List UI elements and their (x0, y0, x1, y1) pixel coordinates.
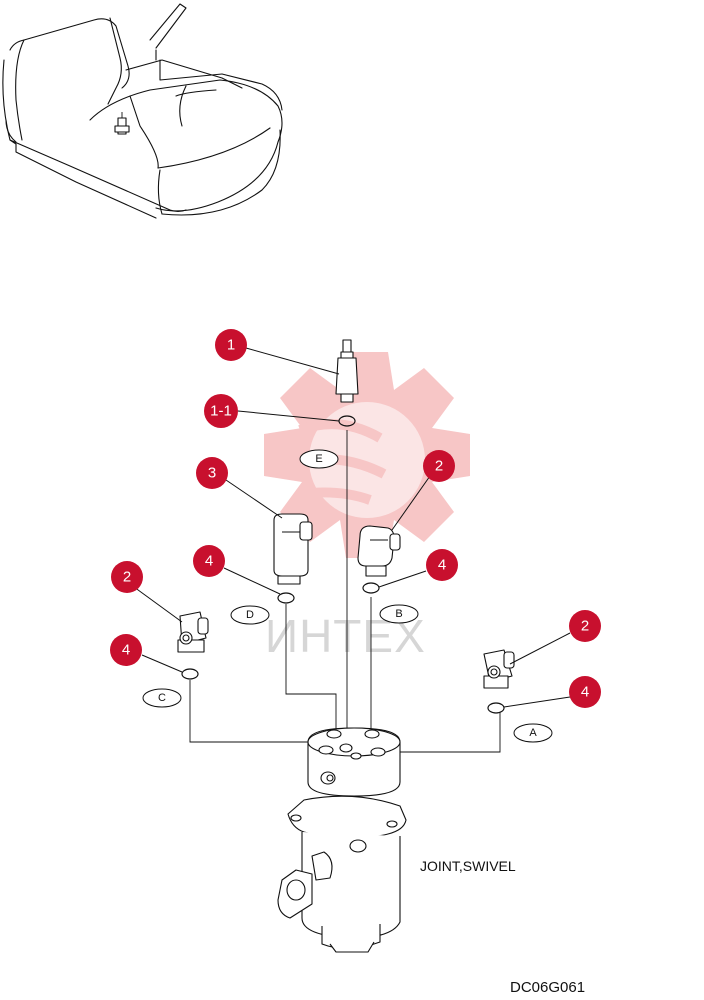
watermark-logo: ИНТЕХ (264, 352, 470, 662)
part-name-label: JOINT,SWIVEL (420, 858, 516, 874)
o-ring-c (181, 668, 199, 680)
callout-2-top-text: 2 (435, 458, 443, 475)
elbow-fitting-part-2-top (357, 525, 401, 577)
callout-4-a-text: 4 (581, 684, 589, 701)
elbow-fitting-part-2-right (483, 649, 515, 689)
elbow-fitting-part-2-left (177, 611, 209, 653)
port-label-c: C (142, 688, 182, 708)
port-label-b: B (379, 604, 419, 624)
callout-leader-lines (133, 347, 571, 708)
o-ring-d (277, 592, 295, 604)
o-ring-b (362, 582, 380, 594)
port-label-c-text: C (158, 692, 166, 704)
elbow-fitting-part-3 (273, 513, 313, 585)
straight-connector-part-1 (335, 339, 359, 403)
port-label-a: A (513, 723, 553, 743)
callout-1-1: 1-1 (204, 394, 238, 428)
port-label-d-text: D (246, 609, 254, 621)
o-ring-a (487, 702, 505, 714)
callout-2-top: 2 (423, 450, 455, 482)
callout-4-b-text: 4 (438, 557, 446, 574)
callout-4-c: 4 (110, 634, 142, 666)
port-label-b-text: B (395, 608, 402, 620)
callout-2-left-text: 2 (123, 569, 131, 586)
callout-4-b: 4 (426, 549, 458, 581)
callout-4-c-text: 4 (122, 642, 130, 659)
machine-overview-illustration (2, 3, 283, 219)
drawing-code-label: DC06G061 (510, 979, 585, 996)
callout-1-text: 1 (227, 337, 235, 354)
callout-1: 1 (215, 329, 247, 361)
callout-4-d-text: 4 (205, 553, 213, 570)
callout-3-text: 3 (208, 465, 216, 482)
callout-4-d: 4 (193, 545, 225, 577)
port-label-e-text: E (315, 453, 322, 465)
callout-3: 3 (196, 457, 228, 489)
swivel-joint-body (277, 727, 407, 953)
callout-4-a: 4 (569, 676, 601, 708)
port-label-e: E (299, 449, 339, 469)
callout-2-right-text: 2 (581, 618, 589, 635)
port-label-d: D (230, 605, 270, 625)
port-label-a-text: A (529, 727, 537, 739)
callout-2-right: 2 (569, 610, 601, 642)
callout-2-left: 2 (111, 561, 143, 593)
hose-routing-lines (189, 430, 501, 753)
callout-1-1-text: 1-1 (210, 403, 232, 420)
